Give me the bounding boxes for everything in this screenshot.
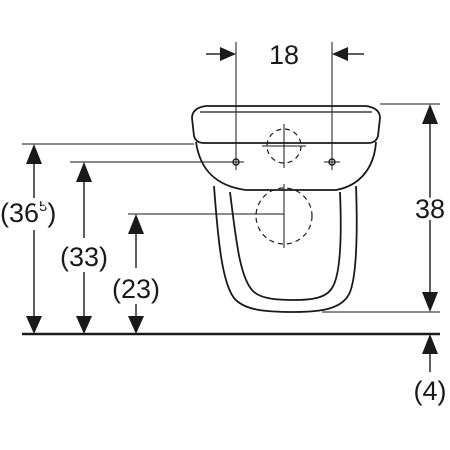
hole-spacing-dimension xyxy=(206,42,364,162)
rim-height-close: ) xyxy=(47,198,56,228)
inlet-crosshair xyxy=(262,124,306,168)
rim-height-base: (36 xyxy=(0,198,39,228)
bowl-height-dimension xyxy=(422,104,438,312)
rim-height-superscript: 5 xyxy=(39,198,47,215)
rim-height-dimension xyxy=(26,144,42,334)
drain-height-label: (23) xyxy=(112,274,160,304)
fixing-height-dimension xyxy=(76,162,92,334)
drain-height-dimension xyxy=(128,214,144,334)
toilet-bowl xyxy=(191,105,381,313)
bowl-height-label: 38 xyxy=(415,194,445,224)
rim-height-label: (365) xyxy=(0,198,56,228)
floor-offset-dimension xyxy=(422,334,438,372)
drain-circle-ghost xyxy=(255,187,313,245)
floor-offset-label: (4) xyxy=(414,376,447,406)
hole-spacing-label: 18 xyxy=(269,40,299,70)
fixing-height-label: (33) xyxy=(60,242,108,272)
